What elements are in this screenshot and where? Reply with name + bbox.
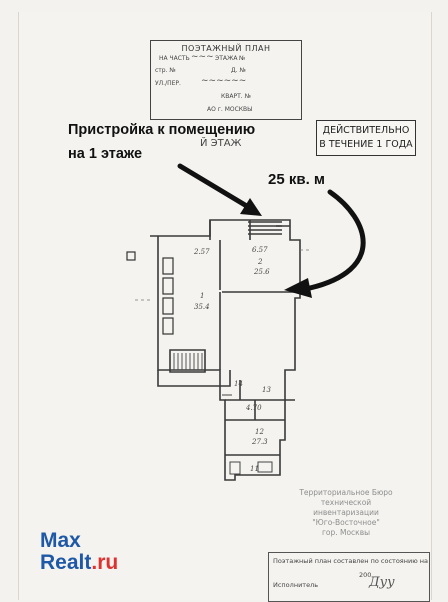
annotation-line-1: Пристройка к помещению [68, 122, 256, 138]
stamp-part-label: НА ЧАСТЬ [159, 55, 190, 62]
dimension-2: 6.57 [252, 246, 268, 254]
stamp-apt-label: КВАРТ. № [221, 93, 251, 100]
compilation-stamp: Поэтажный план составлен по состоянию на… [268, 552, 430, 602]
room-2-number: 2 [258, 258, 263, 266]
logo-max: Max [40, 529, 81, 552]
stamp-floor-label: ЭТАЖА [215, 55, 238, 62]
bureau-line-4: гор. Москвы [321, 528, 371, 537]
floor-plan-sheet [18, 12, 432, 600]
bureau-stamp: Территориальное Бюро технической инвента… [288, 488, 404, 538]
stamp-title: ПОЭТАЖНЫЙ ПЛАН [181, 44, 271, 53]
stamp-district-label: АО г. МОСКВЫ [207, 106, 253, 113]
bureau-line-1: Территориальное Бюро [299, 488, 393, 497]
compilation-executor: Исполнитель [273, 581, 319, 589]
room-11-number: 11 [250, 465, 259, 473]
floor-label: Й ЭТАЖ [200, 138, 242, 149]
room-14-number: 14 [234, 380, 243, 388]
annotation-area: 25 кв. м [268, 171, 326, 188]
validity-line-2: В ТЕЧЕНИЕ 1 ГОДА [319, 139, 413, 150]
dimension-3: 4.70 [246, 404, 262, 412]
room-13-number: 13 [262, 386, 271, 394]
signature: Дуу [369, 575, 395, 590]
compilation-year: 200 [359, 571, 372, 579]
room-2-area: 25.6 [254, 268, 270, 276]
bureau-line-3: "Юго-Восточное" [312, 518, 380, 527]
stamp-house-label: Д. № [231, 67, 246, 74]
room-12-number: 12 [255, 428, 264, 436]
room-1-area: 35.4 [194, 303, 210, 311]
stamp-street-label: УЛ./ПЕР. [155, 80, 181, 87]
room-12-area: 27.3 [252, 438, 268, 446]
validity-stamp: ДЕЙСТВИТЕЛЬНО В ТЕЧЕНИЕ 1 ГОДА [316, 120, 416, 156]
logo-realt: Realt [40, 551, 92, 574]
stamp-street-handwriting: ~~~~~~ [201, 76, 247, 86]
title-stamp: ПОЭТАЖНЫЙ ПЛАН НА ЧАСТЬ ~~~ ЭТАЖА № стр.… [150, 40, 302, 120]
annotation-line-2: на 1 этаже [68, 146, 143, 162]
stamp-building-label: стр. № [155, 67, 176, 74]
validity-line-1: ДЕЙСТВИТЕЛЬНО [322, 125, 410, 136]
bureau-line-2: технической инвентаризации [313, 498, 379, 517]
dimension-1: 2.57 [194, 248, 210, 256]
site-logo[interactable]: Max Realt.ru [40, 530, 118, 574]
stamp-number-label: № [239, 55, 246, 62]
compilation-line-1: Поэтажный план составлен по состоянию на [273, 557, 428, 565]
stamp-part-handwriting: ~~~ [191, 52, 214, 62]
room-1-number: 1 [200, 292, 205, 300]
logo-domain: .ru [91, 551, 119, 574]
